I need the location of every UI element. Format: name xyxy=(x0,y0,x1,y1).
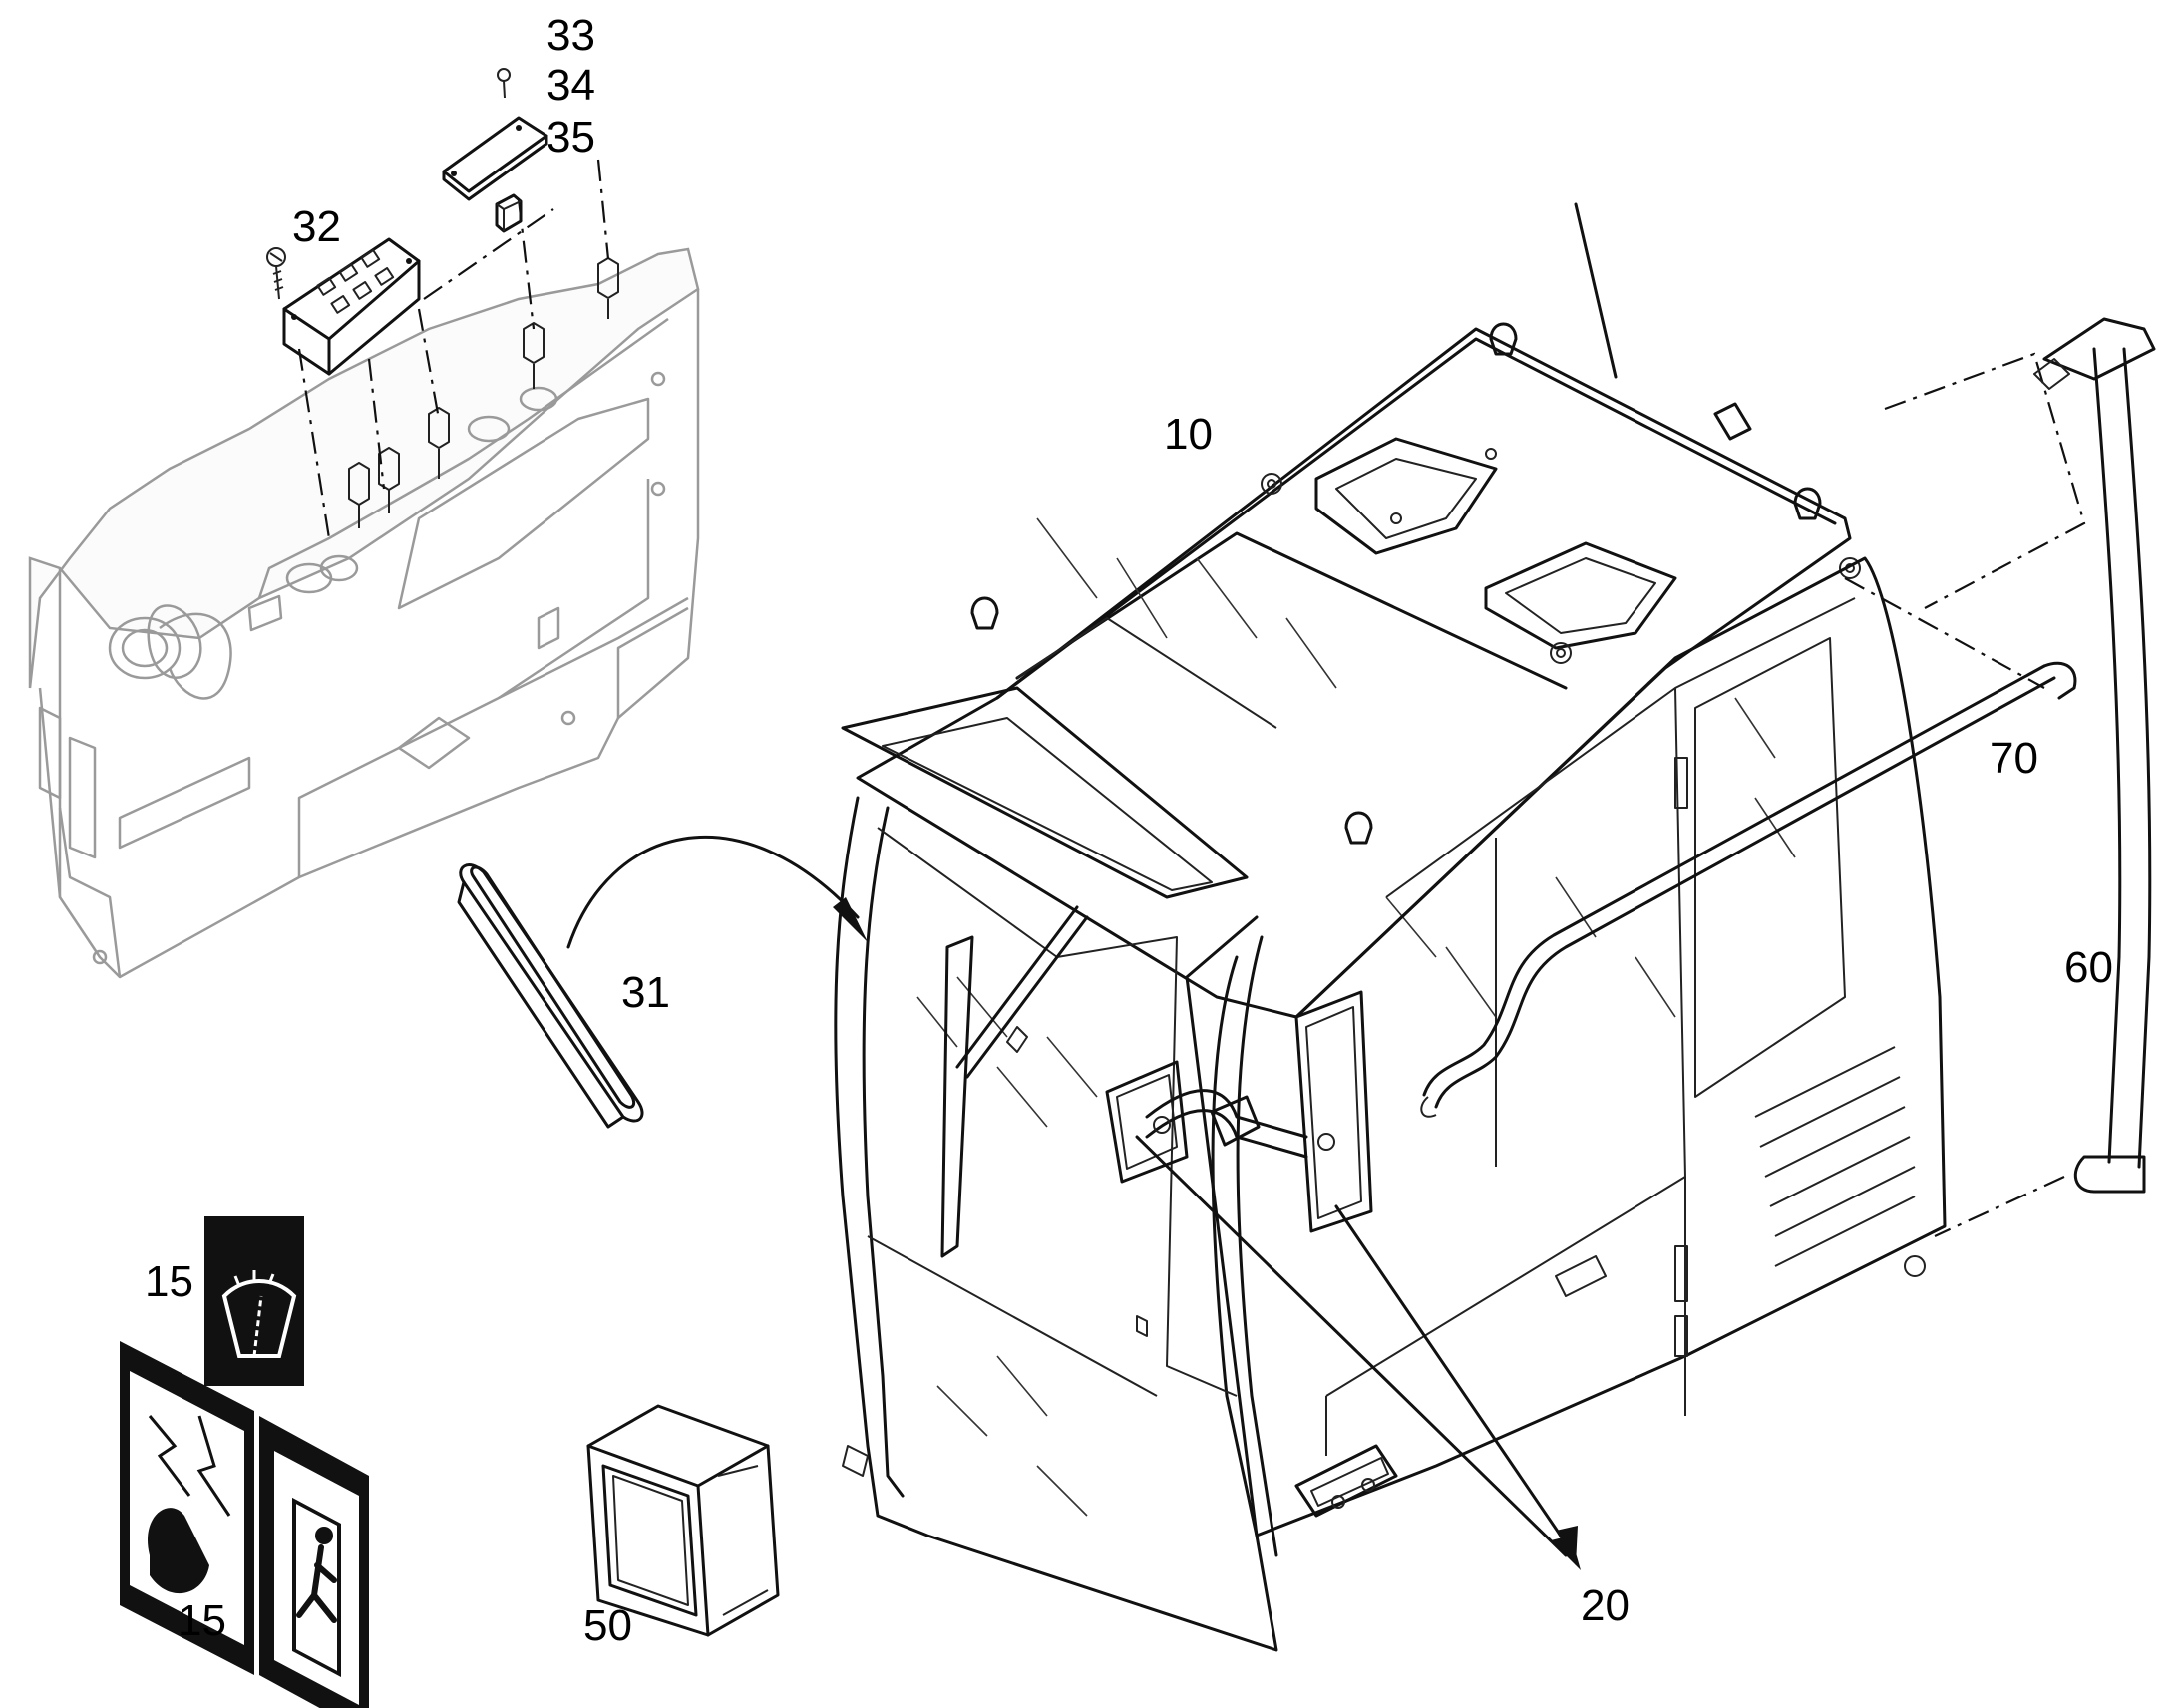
screw-icon xyxy=(497,68,511,99)
handrail-icon xyxy=(1420,661,2077,1118)
label-34: 34 xyxy=(546,61,595,110)
mirror-icon xyxy=(457,863,644,1129)
switch-panel-icon xyxy=(282,237,421,376)
label-20: 20 xyxy=(1581,1581,1630,1630)
grab-handle-icon xyxy=(2033,317,2156,1194)
washer-decal-icon xyxy=(204,1216,304,1386)
cover-plate-icon xyxy=(442,116,548,201)
small-switch-icon xyxy=(495,193,523,233)
label-10: 10 xyxy=(1164,410,1213,459)
label-70: 70 xyxy=(1990,734,2038,783)
work-lamp-icon xyxy=(586,1404,780,1637)
label-60: 60 xyxy=(2064,943,2113,992)
label-15-decals: 15 xyxy=(178,1596,226,1645)
electric-hazard-decal-icon xyxy=(120,1341,254,1675)
label-50: 50 xyxy=(583,1601,632,1650)
antenna-icon xyxy=(1574,202,1618,379)
screw-icon xyxy=(266,247,286,300)
mount-arrow xyxy=(566,835,868,949)
leader-20 xyxy=(1135,1135,1581,1570)
console-housing xyxy=(28,247,700,979)
label-35: 35 xyxy=(546,113,595,162)
console-connectors xyxy=(348,257,619,528)
cab-assembly xyxy=(834,202,1947,1652)
label-32: 32 xyxy=(292,202,341,251)
label-33: 33 xyxy=(546,11,595,60)
emergency-exit-decal-icon xyxy=(259,1416,369,1708)
label-15-washer: 15 xyxy=(145,1257,193,1306)
label-31: 31 xyxy=(621,968,670,1017)
